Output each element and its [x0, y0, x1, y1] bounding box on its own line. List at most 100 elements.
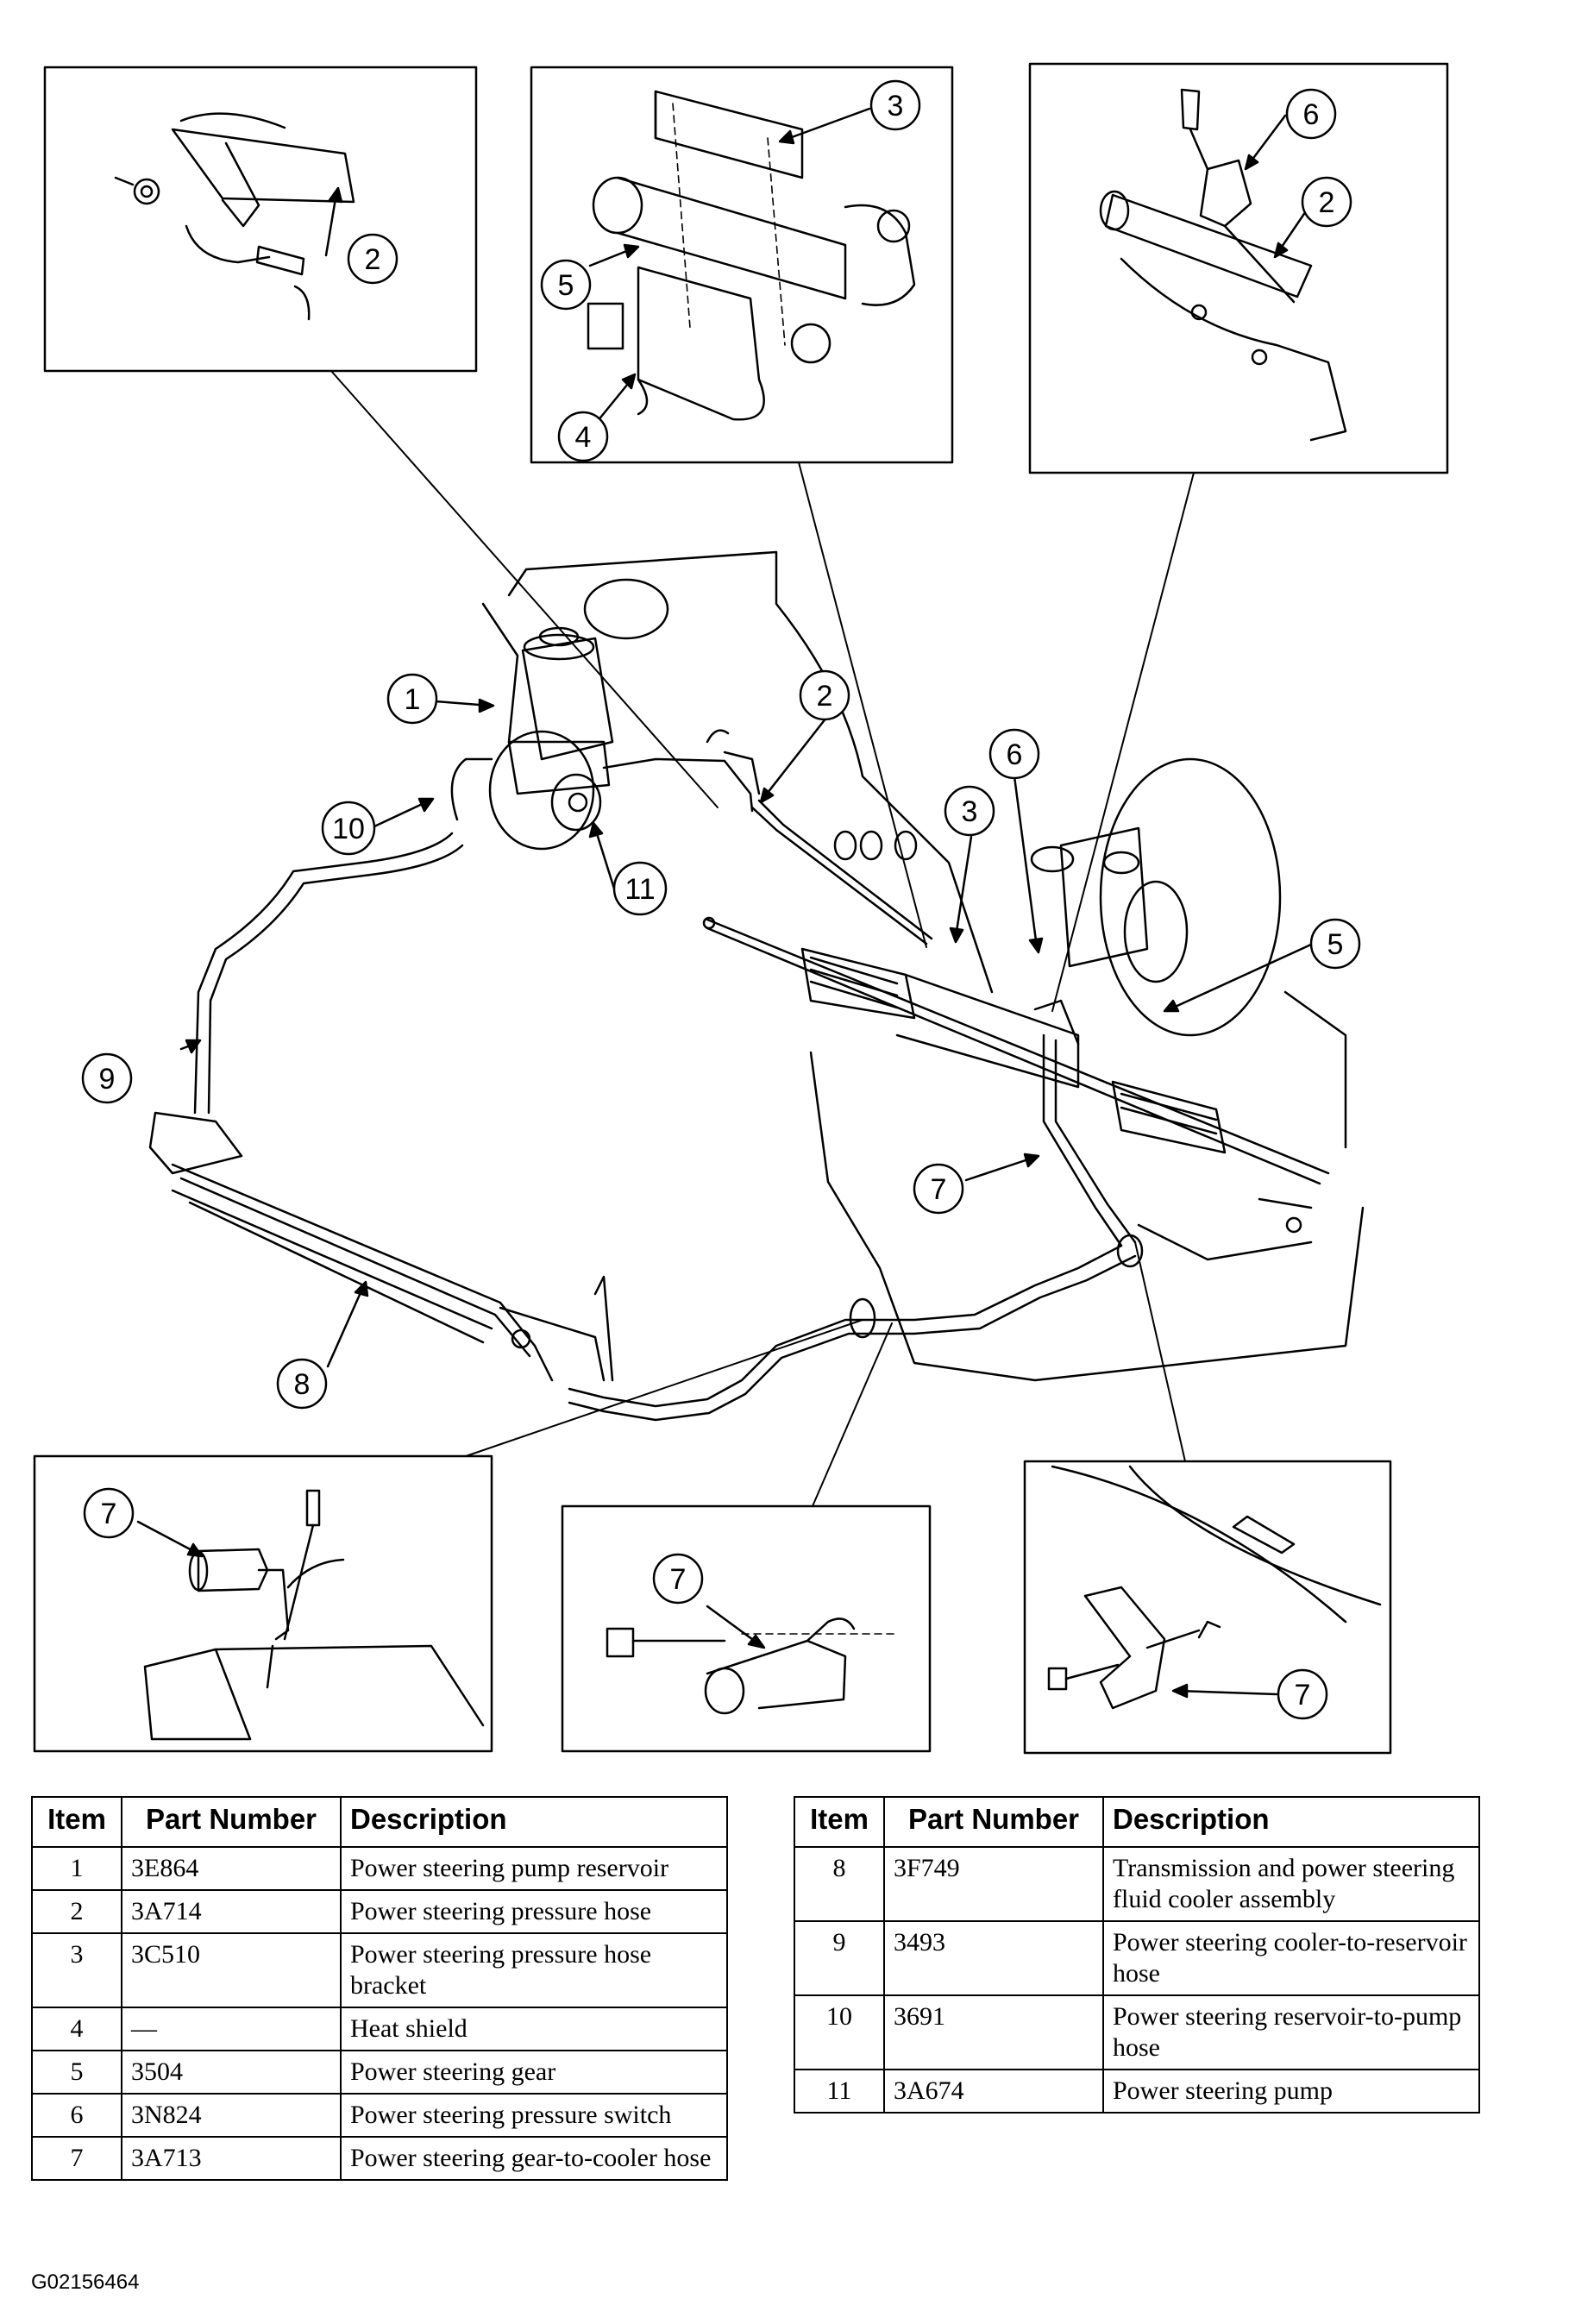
- svg-text:2: 2: [817, 680, 833, 713]
- header-item: Item: [794, 1796, 885, 1848]
- cell-item: 4: [31, 2007, 122, 2051]
- callout-inset5-7: 7: [652, 1553, 704, 1605]
- cell-item: 1: [31, 1846, 122, 1891]
- parts-table-left: Item Part Number Description 1 3E864 Pow…: [31, 1796, 728, 2181]
- callout-1: 1: [386, 673, 438, 725]
- cell-part-number: 3691: [883, 1994, 1104, 2070]
- cell-item: 10: [794, 1994, 885, 2070]
- cell-item: 8: [794, 1846, 885, 1922]
- inset2-drawing: [587, 90, 916, 421]
- cell-part-number: 3N824: [121, 2093, 342, 2138]
- table-row: 8 3F749 Transmission and power steering …: [794, 1846, 1480, 1922]
- cell-description: Power steering pressure switch: [340, 2093, 728, 2138]
- callout-inset2-3: 3: [869, 79, 921, 131]
- svg-text:9: 9: [99, 1063, 116, 1096]
- inset4-drawing: [143, 1489, 485, 1741]
- callout-inset1-2: 2: [347, 233, 398, 285]
- figure-id: G02156464: [31, 2271, 140, 2294]
- svg-text:3: 3: [888, 90, 904, 122]
- cell-item: 2: [31, 1889, 122, 1934]
- cell-description: Power steering gear-to-cooler hose: [340, 2136, 728, 2181]
- svg-text:3: 3: [962, 795, 978, 828]
- cell-item: 6: [31, 2093, 122, 2138]
- cooler-assembly-drawing: [148, 1111, 614, 1382]
- cell-description: Transmission and power steering fluid co…: [1102, 1846, 1480, 1922]
- cell-item: 7: [31, 2136, 122, 2181]
- table-row: 4 — Heat shield: [31, 2007, 728, 2051]
- callout-inset3-6: 6: [1285, 88, 1337, 140]
- cell-part-number: 3F749: [883, 1846, 1104, 1922]
- inset-leader-lines: [330, 370, 1195, 1507]
- cell-part-number: —: [121, 2007, 342, 2051]
- callout-10: 10: [321, 801, 376, 856]
- gear-to-cooler-hose-7-drawing: [568, 1033, 1144, 1422]
- svg-text:2: 2: [1319, 186, 1335, 219]
- callout-3-main: 3: [944, 785, 995, 837]
- svg-text:11: 11: [624, 873, 655, 906]
- pump-reservoir-drawing: [507, 626, 614, 795]
- callout-6-main: 6: [988, 728, 1040, 780]
- cell-description: Power steering pump reservoir: [340, 1846, 728, 1891]
- table-row: 2 3A714 Power steering pressure hose: [31, 1889, 728, 1934]
- parts-table-right: Item Part Number Description 8 3F749 Tra…: [794, 1796, 1480, 2114]
- svg-text:7: 7: [670, 1563, 687, 1596]
- table-row: 11 3A674 Power steering pump: [794, 2069, 1480, 2114]
- cell-description: Power steering cooler-to-reservoir hose: [1102, 1920, 1480, 1996]
- callout-8: 8: [276, 1358, 328, 1410]
- header-description: Description: [1102, 1796, 1480, 1848]
- inset1-drawing: [114, 112, 355, 321]
- callout-inset3-2: 2: [1301, 176, 1352, 228]
- callout-7-main: 7: [913, 1163, 964, 1215]
- svg-text:7: 7: [1295, 1679, 1311, 1712]
- cell-item: 11: [794, 2069, 885, 2114]
- callout-2-main: 2: [799, 669, 850, 721]
- power-steering-diagram: 1 2 3 6 5 10 11 9 7 8 2 3: [33, 62, 1449, 1755]
- steering-gear-drawing: [702, 916, 1330, 1185]
- inset-frame-2: [530, 66, 954, 464]
- cell-description: Power steering reservoir-to-pump hose: [1102, 1994, 1480, 2070]
- callout-11: 11: [612, 861, 668, 916]
- inset-frame-3: [1028, 62, 1449, 474]
- cell-description: Heat shield: [340, 2007, 728, 2051]
- callout-inset2-4: 4: [557, 411, 609, 462]
- svg-text:5: 5: [558, 269, 574, 302]
- table-row: 10 3691 Power steering reservoir-to-pump…: [794, 1994, 1480, 2070]
- table-row: 5 3504 Power steering gear: [31, 2050, 728, 2095]
- inset6-drawing: [1047, 1465, 1382, 1710]
- svg-text:2: 2: [365, 243, 381, 276]
- svg-text:6: 6: [1303, 98, 1320, 131]
- callout-5-main: 5: [1309, 918, 1361, 970]
- svg-text:8: 8: [294, 1368, 311, 1401]
- table-row: 7 3A713 Power steering gear-to-cooler ho…: [31, 2136, 728, 2181]
- table-row: 6 3N824 Power steering pressure switch: [31, 2093, 728, 2138]
- inset-frame-6: [1023, 1460, 1392, 1755]
- cell-item: 5: [31, 2050, 122, 2095]
- callout-inset4-7: 7: [83, 1487, 135, 1539]
- svg-text:10: 10: [332, 813, 365, 845]
- inset-frame-1: [43, 66, 478, 373]
- header-item: Item: [31, 1796, 122, 1848]
- cell-part-number: 3A674: [883, 2069, 1104, 2114]
- callout-arrows: [136, 107, 1315, 1699]
- svg-text:4: 4: [575, 421, 592, 454]
- cell-part-number: 3A714: [121, 1889, 342, 1934]
- cell-item: 3: [31, 1932, 122, 2008]
- inset5-drawing: [606, 1617, 898, 1715]
- inset-frame-5: [561, 1504, 932, 1753]
- frame-drawing: [809, 990, 1365, 1382]
- brake-booster-drawing: [1030, 757, 1282, 1037]
- callout-inset6-7: 7: [1277, 1668, 1328, 1720]
- cell-description: Power steering gear: [340, 2050, 728, 2095]
- table-row: 1 3E864 Power steering pump reservoir: [31, 1846, 728, 1891]
- pump-drawing: [450, 730, 602, 851]
- header-part-number: Part Number: [121, 1796, 342, 1848]
- inset-frame-4: [33, 1454, 493, 1753]
- table-row: 3 3C510 Power steering pressure hose bra…: [31, 1932, 728, 2008]
- cell-description: Power steering pressure hose bracket: [340, 1932, 728, 2008]
- svg-text:1: 1: [405, 683, 421, 716]
- svg-text:7: 7: [931, 1173, 947, 1206]
- inset3-drawing: [1099, 88, 1347, 442]
- svg-text:5: 5: [1327, 928, 1344, 961]
- svg-text:7: 7: [101, 1498, 117, 1530]
- header-part-number: Part Number: [883, 1796, 1104, 1848]
